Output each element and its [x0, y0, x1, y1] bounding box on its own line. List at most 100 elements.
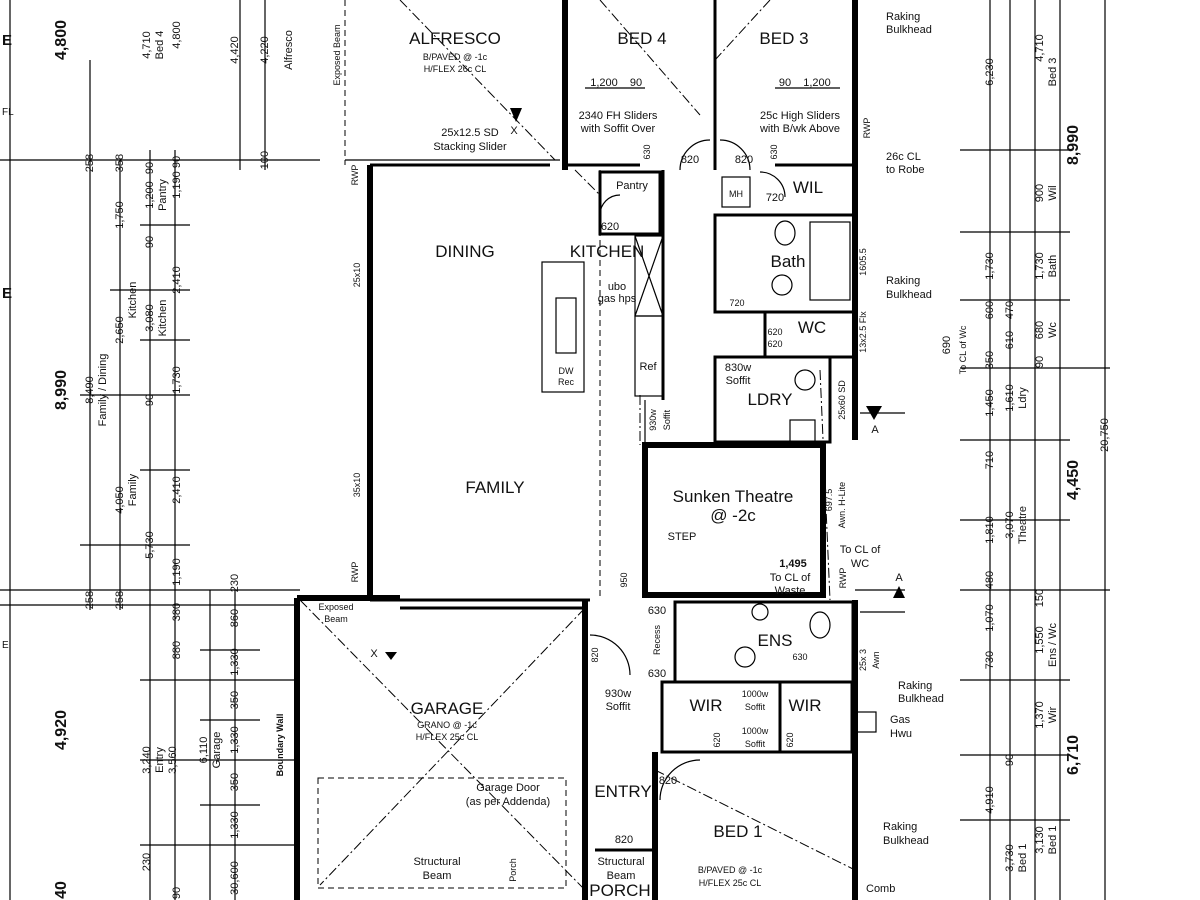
- right-label-ens-wc: Ens / Wc: [1047, 623, 1059, 668]
- right-label-wil: Wil: [1047, 185, 1059, 200]
- right-label-bed1a: Bed 1: [1017, 844, 1029, 873]
- note-section-a2: A: [895, 572, 903, 584]
- note-soffit-1000d: Soffit: [745, 739, 766, 749]
- note-boundary-wall: Boundary Wall: [275, 714, 285, 777]
- interior-dims: 1,200 90 90 1,200 820 820 630 630 720 72…: [585, 77, 868, 846]
- note-raking-bulkhead1: Raking: [886, 11, 920, 23]
- left-dim-2410b: 2,410: [171, 476, 183, 504]
- note-structural-beam3: Structural: [597, 856, 644, 868]
- room-bed1-note2: H/FLEX 25c CL: [699, 878, 762, 888]
- note-dw: DW: [559, 366, 574, 376]
- note-raking-bulkhead3: Raking: [898, 680, 932, 692]
- left-dim-350a: 350: [229, 691, 241, 709]
- note-soffit-1000c: 1000w: [742, 726, 769, 736]
- dim-620c: 620: [785, 732, 795, 747]
- note-fh-sliders2: with Soffit Over: [580, 123, 656, 135]
- dim-820a: 820: [681, 154, 699, 166]
- left-total-40: 40: [53, 881, 70, 899]
- left-dim-380: 380: [171, 603, 183, 621]
- right-dim-610: 610: [1004, 331, 1016, 349]
- left-dim-100: 100: [259, 151, 271, 169]
- right-total-4450: 4,450: [1065, 460, 1082, 500]
- left-dim-600: 30,600: [229, 861, 241, 895]
- dim-630c: 630: [648, 605, 666, 617]
- left-dim-4050: 4,050: [114, 486, 126, 514]
- room-wir2: WIR: [788, 696, 821, 715]
- right-dim-150: 150: [1034, 589, 1046, 607]
- note-rwp4: RWP: [838, 568, 848, 589]
- right-dim-730: 730: [984, 651, 996, 669]
- left-label-garage: Garage: [211, 732, 223, 769]
- note-to-cl-wc2: WC: [851, 558, 869, 570]
- right-dim-90b: 90: [1004, 754, 1016, 766]
- room-labels: ALFRESCO B/PAVED @ -1c H/FLEX 26c CL BED…: [409, 29, 826, 900]
- left-dim-90d: 90: [144, 394, 156, 406]
- dim-720a: 720: [766, 192, 784, 204]
- left-dim-230b: 230: [141, 853, 153, 871]
- right-dim-1070: 1,070: [984, 604, 996, 632]
- door-arcs: [589, 139, 786, 801]
- note-flue-13x25: 13x2.5 Flx: [858, 311, 868, 353]
- right-dim-3730: 3,730: [1004, 844, 1016, 872]
- left-dim-90a: 90: [144, 162, 156, 174]
- note-slider: 25x12.5 SD: [441, 127, 499, 139]
- note-rec: Rec: [558, 377, 575, 387]
- note-garage-door2: (as per Addenda): [466, 796, 550, 808]
- room-wc: WC: [798, 318, 826, 337]
- note-vdim-950: 950: [619, 572, 629, 587]
- left-dim-90c: 90: [171, 156, 183, 168]
- left-dim-6110: 6,110: [198, 737, 210, 764]
- note-comb: Comb: [866, 883, 895, 895]
- left-dim-90e: 90: [171, 887, 183, 899]
- note-structural-beam4: Beam: [607, 870, 636, 882]
- left-dimensions: [0, 0, 320, 900]
- note-raking-bulkhead3b: Bulkhead: [898, 693, 944, 705]
- left-dim-3080: 3,080: [144, 304, 156, 332]
- right-dim-710: 710: [984, 451, 996, 469]
- note-exposed-beam-garage: Exposed: [318, 602, 353, 612]
- dim-wc-620b: 620: [767, 339, 782, 349]
- note-exposed-beam-top: Exposed Beam: [332, 24, 342, 85]
- right-label-theatre: Theatre: [1017, 506, 1029, 544]
- left-marker-e1: E: [2, 32, 12, 49]
- diagonals: [299, 0, 856, 891]
- right-dim-90a: 90: [1034, 356, 1046, 368]
- left-dim-1200: 1,200: [144, 181, 156, 209]
- note-raking-bulkhead2b: Bulkhead: [886, 289, 932, 301]
- note-awn3: 25x 3: [858, 649, 868, 671]
- dim-630b: 630: [769, 144, 779, 159]
- room-kitchen: KITCHEN: [570, 242, 645, 261]
- note-to-cl-waste2: Waste: [775, 585, 806, 597]
- right-label-to-cl-wc: To CL of Wc: [958, 325, 968, 374]
- dim-wc-620: 620: [767, 327, 782, 337]
- note-soffit-830: 830w: [725, 362, 751, 374]
- left-dim-230a: 230: [229, 574, 241, 592]
- note-to-cl-waste1: To CL of: [770, 572, 812, 584]
- right-dim-1810: 1,810: [984, 516, 996, 544]
- note-stacking-slider: Stacking Slider: [433, 141, 507, 153]
- left-dim-258a: 258: [84, 154, 96, 172]
- note-structural-beam1: Structural: [413, 856, 460, 868]
- left-dim-4710: 4,710: [141, 31, 153, 59]
- note-ubo2: gas hps: [598, 293, 637, 305]
- left-label-alfresco: Alfresco: [283, 30, 295, 70]
- note-porch-dim: Porch: [508, 858, 518, 882]
- right-dim-1550: 1,550: [1034, 626, 1046, 654]
- left-dim-4220: 4,220: [259, 36, 271, 64]
- room-pantry: Pantry: [616, 180, 648, 192]
- dim-620b: 620: [712, 732, 722, 747]
- left-dim-3240: 3,240: [141, 746, 153, 774]
- dim-620: 620: [601, 221, 619, 233]
- right-dim-4910: 4,910: [984, 786, 996, 814]
- left-dimension-labels: 4,800 8,990 4,920 40 E FL E E 4,710 Bed …: [2, 20, 295, 899]
- room-garage: GARAGE: [411, 699, 484, 718]
- right-label-bed3: Bed 3: [1047, 58, 1059, 87]
- note-x2: X: [370, 648, 378, 660]
- right-dim-600: 600: [984, 301, 996, 319]
- right-dim-1730b: 1,730: [1034, 252, 1046, 280]
- room-alfresco: ALFRESCO: [409, 29, 501, 48]
- left-dim-4420: 4,420: [229, 36, 241, 64]
- note-flue-25x60: 25x60 SD: [837, 380, 847, 420]
- left-total-4920: 4,920: [53, 710, 70, 750]
